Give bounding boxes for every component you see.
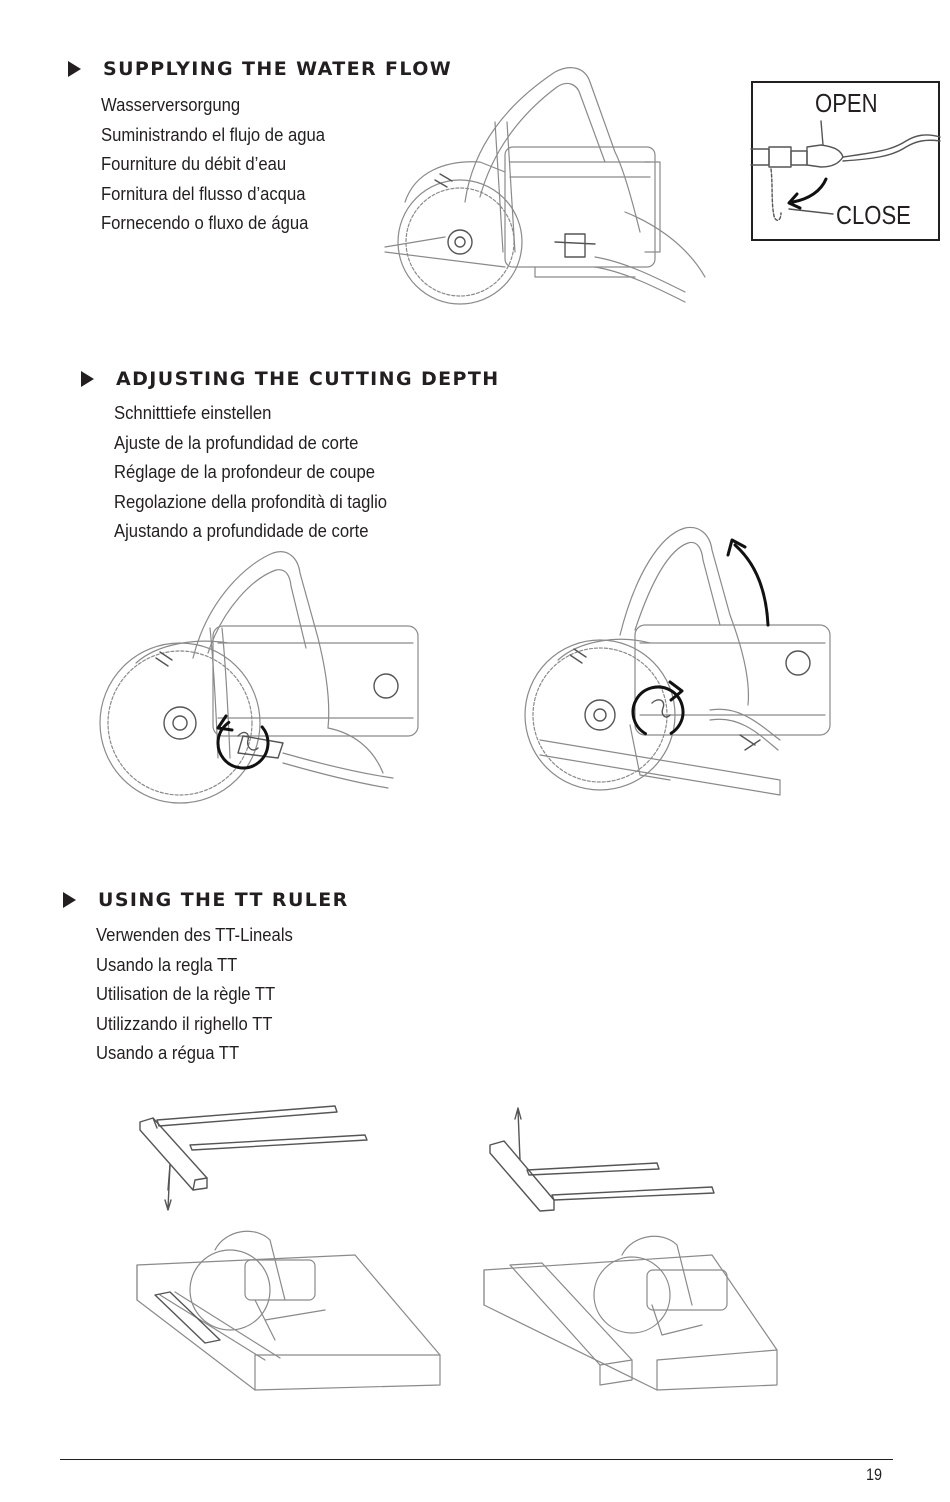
raise-arrow [733,543,770,627]
close-rotation-arrow [791,177,828,204]
section-heading-tt-ruler: USING THE TT RULER [63,889,349,911]
translation-it: Regolazione della profondità di taglio [114,490,388,512]
footer-divider [60,1459,893,1460]
tt-ruler-remove-illustration [483,1107,778,1391]
heading-text: ADJUSTING THE CUTTING DEPTH [116,368,500,390]
open-label: OPEN [815,88,878,118]
saw-depth-raise-illustration [524,526,831,796]
section-heading-water-flow: SUPPLYING THE WATER FLOW [68,58,452,80]
translation-de: Schnitttiefe einstellen [114,402,272,423]
close-label: CLOSE [836,200,911,230]
translation-list-tt-ruler: Verwenden des TT-Lineals Usando la regla… [96,920,315,1068]
translation-list-cutting-depth: Schnitttiefe einstellen Ajuste de la pro… [114,398,417,546]
heading-text: USING THE TT RULER [98,889,349,911]
valve-detail-illustration [750,120,941,221]
saw-water-supply-illustration [384,67,706,305]
saw-depth-loosen-illustration [99,551,419,804]
translation-pt: Fornecendo o fluxo de água [101,212,309,233]
translation-de: Verwenden des TT-Lineals [96,924,293,945]
triangle-bullet-icon [81,371,94,387]
translation-de: Wasserversorgung [101,94,241,115]
tt-ruler-attach-illustration [136,1105,441,1391]
translation-it: Fornitura del flusso d’acqua [101,182,306,204]
section-heading-cutting-depth: ADJUSTING THE CUTTING DEPTH [81,368,500,390]
translation-fr: Réglage de la profondeur de coupe [114,461,376,482]
translation-es: Suministrando el flujo de agua [101,123,326,145]
translation-pt: Usando a régua TT [96,1042,240,1063]
translation-list-water-flow: Wasserversorgung Suministrando el flujo … [101,90,350,238]
triangle-bullet-icon [68,61,81,77]
valve-detail-box [751,81,940,241]
heading-text: SUPPLYING THE WATER FLOW [103,58,453,80]
translation-es: Usando la regla TT [96,953,238,975]
translation-fr: Utilisation de la règle TT [96,983,276,1004]
translation-it: Utilizzando il righello TT [96,1012,273,1034]
page-number: 19 [866,1465,883,1484]
triangle-bullet-icon [63,892,76,908]
translation-fr: Fourniture du débit d’eau [101,153,287,174]
translation-pt: Ajustando a profundidade de corte [114,520,369,541]
translation-es: Ajuste de la profundidad de corte [114,431,359,453]
